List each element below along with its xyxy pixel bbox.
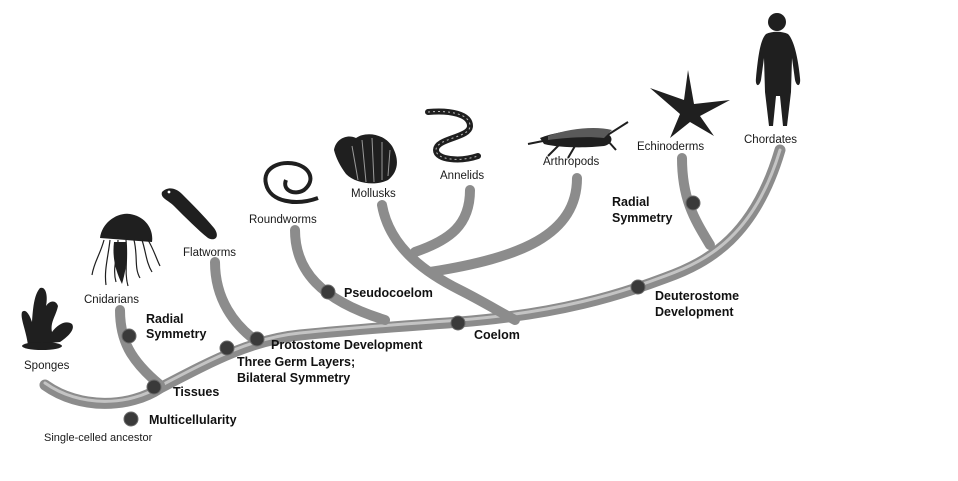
node-protostome <box>249 331 265 347</box>
sponge-icon <box>21 287 73 350</box>
node-three-germ-layers <box>219 340 235 356</box>
trait-labels: Multicellularity Tissues Radial Symmetry… <box>146 195 739 427</box>
trait-nodes <box>121 195 701 427</box>
earthworm-icon <box>425 108 481 163</box>
label-mollusks: Mollusks <box>351 188 396 200</box>
label-tissues: Tissues <box>173 385 219 399</box>
human-icon <box>755 13 801 126</box>
branch-arthropods <box>425 173 582 277</box>
label-radial-symmetry-line1: Radial <box>146 312 184 326</box>
roundworm-icon <box>263 161 319 204</box>
label-deuterostome-line2: Development <box>655 305 734 319</box>
branch-trunk-highlight <box>43 148 782 403</box>
label-three-germ-line2: Bilateral Symmetry <box>237 371 350 385</box>
jellyfish-icon <box>91 213 161 287</box>
node-pseudocoelom <box>320 284 336 300</box>
label-protostome: Protostome Development <box>271 338 423 352</box>
starfish-icon <box>650 70 730 138</box>
label-radial-symmetry-echino-line1: Radial <box>612 195 650 209</box>
branch-trunk <box>39 144 786 409</box>
label-three-germ-line1: Three Germ Layers; <box>237 355 355 369</box>
tree-branches <box>39 144 786 409</box>
label-sponges: Sponges <box>24 360 70 372</box>
label-chordates: Chordates <box>744 134 797 146</box>
branch-cnidarians <box>115 305 165 390</box>
branch-annelids <box>410 185 475 257</box>
shell-icon <box>334 134 397 184</box>
node-radial-symmetry <box>121 328 137 344</box>
node-radial-symmetry-echino <box>685 195 701 211</box>
node-deuterostome <box>630 279 646 295</box>
label-single-celled-ancestor: Single-celled ancestor <box>44 432 153 444</box>
label-flatworms: Flatworms <box>183 247 236 259</box>
label-roundworms: Roundworms <box>249 214 317 226</box>
label-radial-symmetry-line2: Symmetry <box>146 327 206 341</box>
label-coelom: Coelom <box>474 328 520 342</box>
branch-mollusks <box>377 200 520 325</box>
taxon-labels: Sponges Cnidarians Flatworms Roundworms … <box>24 134 797 372</box>
label-echinoderms: Echinoderms <box>637 141 704 153</box>
node-multicellularity <box>123 411 139 427</box>
label-cnidarians: Cnidarians <box>84 294 139 306</box>
label-deuterostome-line1: Deuterostome <box>655 289 739 303</box>
label-multicellularity: Multicellularity <box>149 413 237 427</box>
label-radial-symmetry-echino-line2: Symmetry <box>612 211 672 225</box>
node-coelom <box>450 315 466 331</box>
branch-flatworms <box>210 257 260 345</box>
flatworm-icon <box>161 188 217 240</box>
branch-roundworms <box>290 225 390 325</box>
node-tissues <box>146 379 162 395</box>
grasshopper-icon <box>527 121 629 159</box>
label-arthropods: Arthropods <box>543 156 600 168</box>
label-pseudocoelom: Pseudocoelom <box>344 286 433 300</box>
label-annelids: Annelids <box>440 170 484 182</box>
